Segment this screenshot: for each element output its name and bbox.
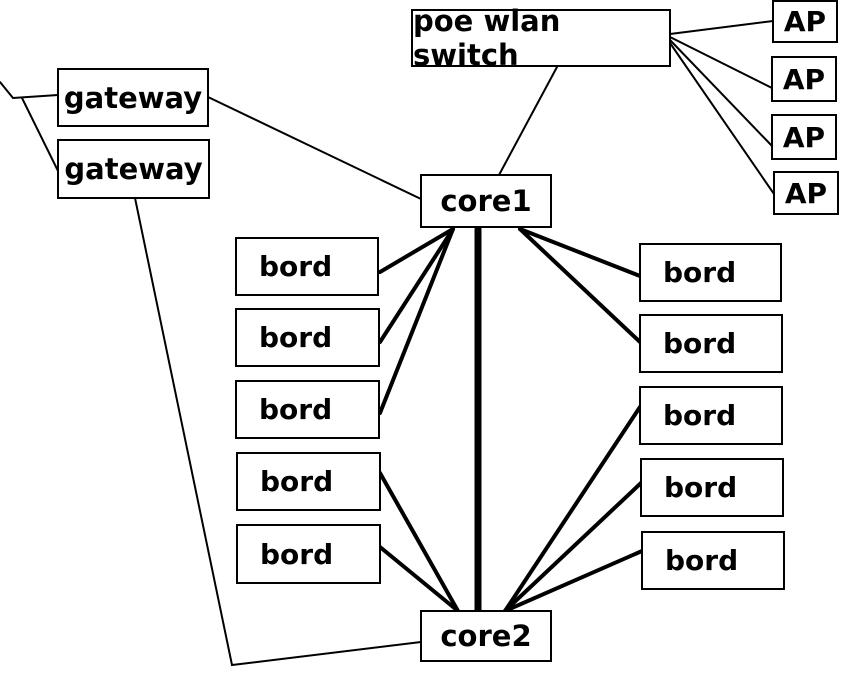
- bord-node-right-2: bord: [639, 314, 783, 373]
- poe-wlan-switch-label: poe wlan switch: [413, 4, 561, 72]
- ap-label: AP: [782, 120, 826, 154]
- link-core2-bord-l4: [378, 471, 460, 613]
- bord-label: bord: [260, 465, 334, 498]
- bord-node-left-2: bord: [235, 308, 380, 367]
- bord-label: bord: [260, 537, 334, 571]
- bord-label: bord: [663, 399, 737, 432]
- gateway-node-1: gateway: [57, 68, 209, 127]
- link-gateways-upstream: [0, 81, 59, 100]
- ap-label: AP: [782, 62, 826, 96]
- ap-node-4: AP: [773, 171, 839, 215]
- link-switch-ap1: [669, 20, 774, 35]
- bord-label: bord: [663, 327, 737, 360]
- core1-node: core1: [420, 174, 552, 228]
- core2-label: core2: [440, 619, 532, 653]
- link-core1-bord-l3: [378, 227, 455, 415]
- ap-label: AP: [784, 176, 828, 210]
- ap-label: AP: [783, 5, 827, 38]
- link-gateway2-core2: [134, 197, 422, 667]
- link-core1-bord-r1: [518, 227, 642, 278]
- bord-node-right-5: bord: [641, 531, 785, 590]
- link-switch-core1: [498, 66, 558, 176]
- bord-node-left-3: bord: [235, 380, 380, 439]
- gateway-label: gateway: [63, 80, 203, 115]
- bord-label: bord: [259, 250, 333, 283]
- ap-node-3: AP: [771, 114, 837, 160]
- link-core1-bord-l1: [378, 227, 455, 274]
- bord-node-right-3: bord: [639, 386, 783, 445]
- bord-label: bord: [259, 321, 333, 354]
- core2-node: core2: [420, 610, 552, 662]
- link-switch-ap3: [669, 39, 773, 147]
- ap-node-1: AP: [772, 0, 838, 43]
- link-core2-bord-l5: [378, 545, 460, 613]
- bord-node-right-4: bord: [640, 458, 784, 517]
- link-switch-ap2: [669, 36, 773, 89]
- bord-label: bord: [665, 544, 739, 577]
- link-core2-bord-r3: [503, 405, 642, 613]
- bord-node-left-4: bord: [236, 452, 381, 511]
- link-core2-bord-r5: [503, 549, 644, 613]
- bord-label: bord: [663, 256, 737, 289]
- gateway-node-2: gateway: [57, 139, 210, 199]
- bord-node-right-1: bord: [639, 243, 782, 302]
- link-gateway2-upstream: [21, 97, 61, 176]
- ap-node-2: AP: [771, 56, 837, 102]
- link-core1-bord-l2: [378, 227, 455, 344]
- link-core1-bord-r2: [518, 227, 642, 344]
- core1-label: core1: [440, 184, 532, 218]
- bord-node-left-5: bord: [236, 524, 381, 584]
- gateway-label: gateway: [64, 152, 203, 186]
- link-gateway1-core1: [207, 96, 422, 200]
- link-switch-ap4: [669, 42, 775, 195]
- bord-label: bord: [259, 393, 333, 426]
- bord-node-left-1: bord: [235, 237, 379, 296]
- link-core2-bord-r4: [503, 481, 643, 613]
- poe-wlan-switch-node: poe wlan switch: [411, 4, 671, 72]
- bord-label: bord: [664, 471, 738, 504]
